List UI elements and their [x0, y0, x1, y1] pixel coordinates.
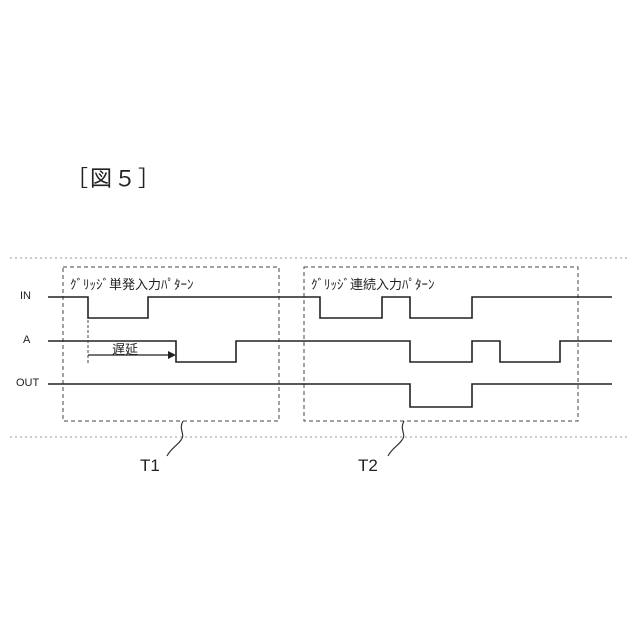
a-signal-label: A — [23, 334, 30, 346]
t1-box-label: ｸﾞﾘｯｼﾞ単発入力ﾊﾟﾀｰﾝ — [69, 274, 195, 293]
t1-callout-label: T1 — [140, 456, 160, 476]
in-signal-label: IN — [20, 290, 31, 302]
t2-callout-line — [388, 421, 404, 456]
in-waveform — [48, 297, 612, 318]
out-waveform — [48, 384, 612, 407]
delay-label: 遅延 — [112, 339, 138, 358]
t2-box-label: ｸﾞﾘｯｼﾞ連続入力ﾊﾟﾀｰﾝ — [310, 274, 436, 293]
out-signal-label: OUT — [16, 377, 39, 389]
delay-arrowhead — [168, 351, 176, 359]
t1-callout-line — [167, 421, 183, 456]
t2-callout-label: T2 — [358, 456, 378, 476]
